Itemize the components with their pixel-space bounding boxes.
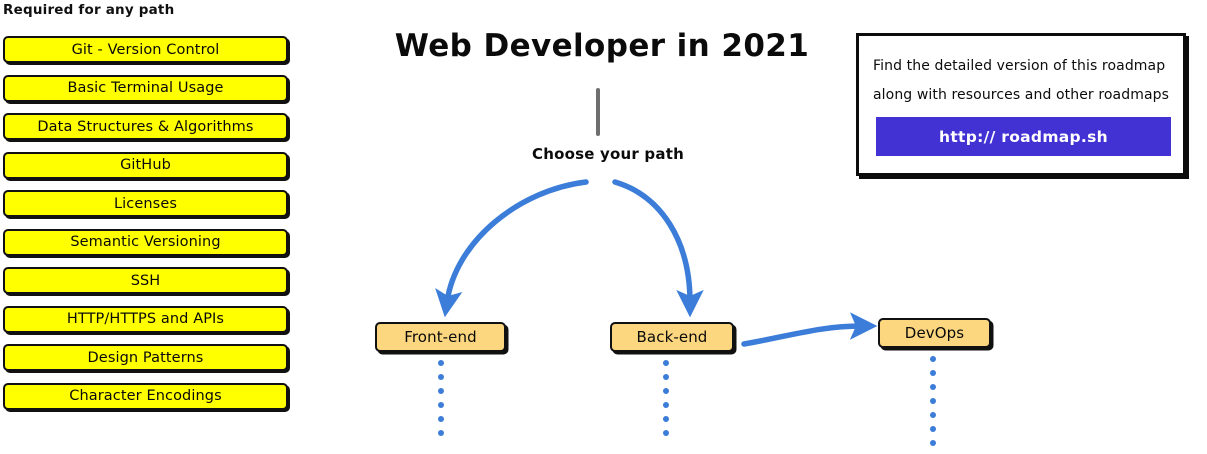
required-topic-item[interactable]: Basic Terminal Usage [3,74,288,102]
required-topic-label: Character Encodings [69,388,222,404]
trail-dot [438,388,444,394]
required-topic-item[interactable]: GitHub [3,151,288,179]
trail-dot [438,430,444,436]
trail-dot [438,360,444,366]
roadmap-card-line-1: Find the detailed version of this roadma… [873,58,1166,74]
choose-path-label: Choose your path [532,145,684,163]
trail-dot [930,356,936,362]
required-topic-label: Git - Version Control [71,41,220,58]
required-topic-label: Data Structures & Algorithms [37,118,254,135]
required-topic-label: Licenses [113,195,178,212]
arrow-to-frontend [435,179,589,318]
path-box-label: Front-end [404,328,477,346]
path-box-label: DevOps [904,324,965,342]
roadmap-url-label: http:// roadmap.sh [939,127,1108,146]
required-topic-label: SSH [130,272,161,289]
trail-dot [930,398,936,404]
trail-dot [930,440,936,446]
trail-dot [663,416,669,422]
required-topic-label: Basic Terminal Usage [67,80,224,96]
dotted-trail-frontend [438,360,444,444]
arrow-to-backend [612,179,704,318]
trail-dot [663,388,669,394]
path-box-frontend[interactable]: Front-end [375,322,506,352]
arrow-backend-to-devops [741,312,878,347]
trail-dot [930,426,936,432]
required-topic-item[interactable]: Design Patterns [3,344,288,371]
roadmap-card-line-2: along with resources and other roadmaps [873,87,1170,103]
required-topic-label: HTTP/HTTPS and APIs [66,311,225,327]
roadmap-url-button[interactable]: http:// roadmap.sh [876,117,1171,156]
required-topic-item[interactable]: Licenses [3,190,288,217]
path-box-label: Back-end [636,328,708,346]
roadmap-info-card: Find the detailed version of this roadma… [856,33,1186,176]
trail-dot [438,374,444,380]
required-topic-label: Semantic Versioning [70,234,221,250]
path-box-backend[interactable]: Back-end [610,322,734,352]
trail-dot [930,384,936,390]
required-topic-item[interactable]: Semantic Versioning [3,228,288,256]
page-title: Web Developer in 2021 [394,28,810,64]
required-topic-label: Design Patterns [87,349,204,366]
trail-dot [438,416,444,422]
required-topic-item[interactable]: Data Structures & Algorithms [3,113,288,140]
required-topic-item[interactable]: Git - Version Control [3,36,288,63]
trail-dot [930,412,936,418]
title-connector-line [596,88,600,136]
dotted-trail-backend [663,360,669,444]
required-section-heading: Required for any path [3,2,175,18]
trail-dot [663,374,669,380]
required-topic-item[interactable]: HTTP/HTTPS and APIs [3,305,288,333]
trail-dot [663,402,669,408]
required-topic-label: GitHub [120,157,171,173]
trail-dot [930,370,936,376]
required-topics-list: Git - Version Control Basic Terminal Usa… [3,36,288,421]
required-topic-item[interactable]: Character Encodings [3,382,288,410]
required-topic-item[interactable]: SSH [3,267,288,294]
dotted-trail-devops [930,356,936,454]
path-box-devops[interactable]: DevOps [878,318,991,348]
trail-dot [663,360,669,366]
trail-dot [663,430,669,436]
trail-dot [438,402,444,408]
